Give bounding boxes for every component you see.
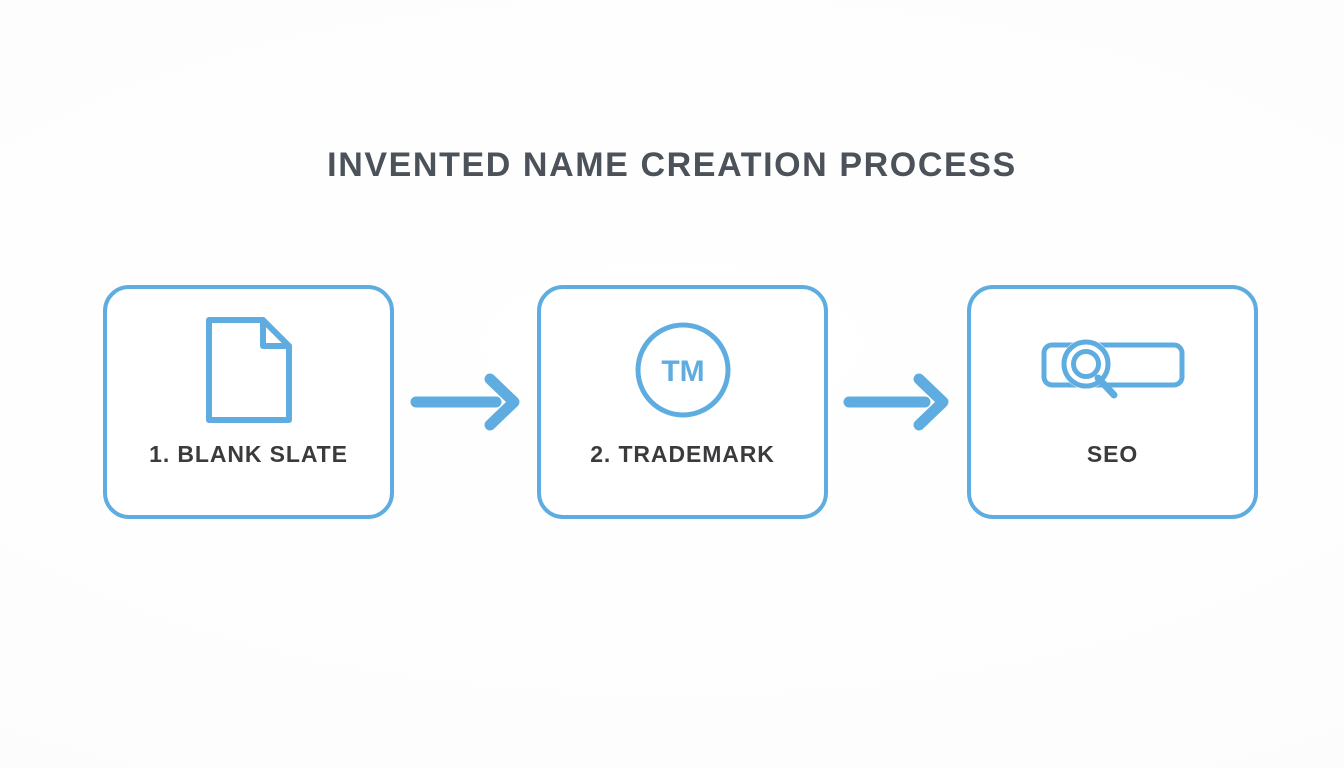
- step-card-seo[interactable]: SEO: [967, 285, 1258, 519]
- step-label-trademark: 2. TRADEMARK: [590, 441, 775, 467]
- right-arrow-icon: [410, 371, 522, 433]
- right-arrow-icon: [843, 371, 951, 433]
- step-label-seo: SEO: [1086, 441, 1139, 467]
- step-card-trademark[interactable]: TM 2. TRADEMARK: [537, 285, 828, 519]
- document-page-icon: [107, 311, 390, 429]
- step-card-blank-slate[interactable]: 1. BLANK SLATE: [103, 285, 394, 519]
- trademark-letters: TM: [661, 355, 704, 388]
- step-label-blank-slate: 1. BLANK SLATE: [149, 441, 348, 467]
- process-flow-row: 1. BLANK SLATE TM 2. TRADEMARK: [0, 285, 1344, 519]
- trademark-circle-icon: TM: [541, 311, 824, 429]
- page-title: INVENTED NAME CREATION PROCESS: [327, 146, 1017, 184]
- search-bar-magnifier-icon: [971, 311, 1254, 429]
